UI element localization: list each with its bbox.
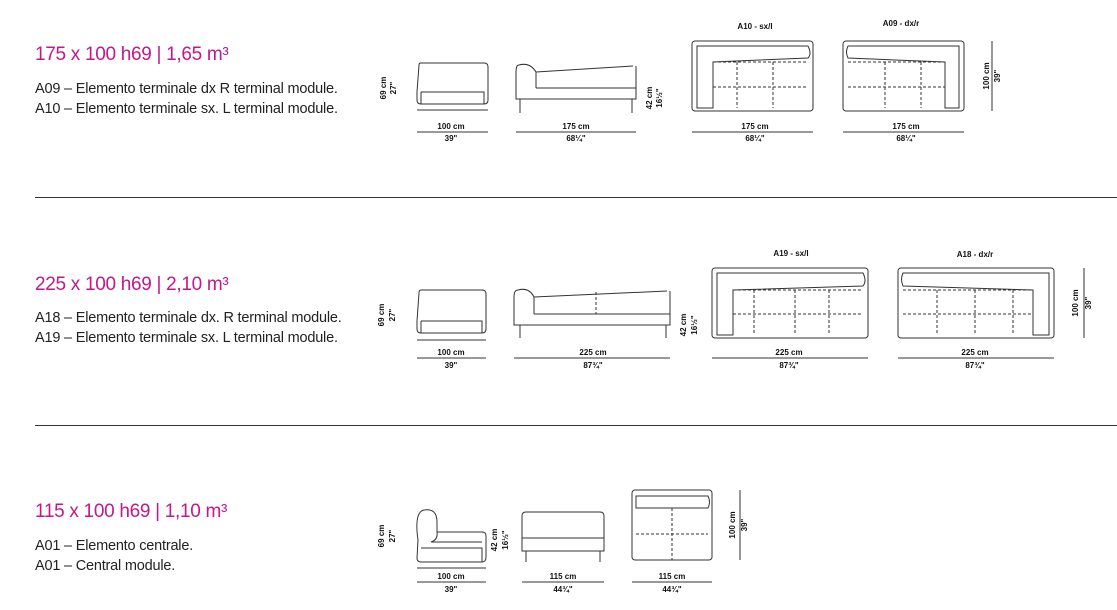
side-view-drawing: [416, 509, 487, 569]
depth-cm: 100 cm: [1071, 289, 1080, 316]
seat-height-cm: 42 cm: [645, 87, 654, 110]
plan-left-width-cm: 225 cm: [775, 348, 802, 357]
depth-cm: 100 cm: [437, 348, 464, 357]
plan-view-drawing: [631, 489, 713, 561]
plan-view-left-drawing: [711, 267, 869, 339]
plan-right-width-in: 68¼": [896, 134, 916, 143]
module-desc-line-2: A01 – Central module.: [35, 558, 176, 574]
depth-in: 39": [445, 361, 458, 370]
width-in: 87¾": [583, 361, 603, 370]
side-view-drawing: [416, 62, 489, 111]
seat-height-cm: 42 cm: [490, 529, 499, 552]
depth-cm: 100 cm: [437, 122, 464, 131]
module-desc-line-2: A10 – Elemento terminale sx. L terminal …: [35, 101, 338, 117]
depth-cm: 100 cm: [728, 511, 737, 538]
width-cm: 175 cm: [562, 122, 589, 131]
depth-cm: 100 cm: [982, 62, 991, 89]
depth-in: 39": [1084, 296, 1093, 309]
front-view-drawing: [515, 63, 637, 113]
front-view-drawing: [513, 288, 671, 338]
depth-in: 39": [740, 518, 749, 531]
plan-view-right-drawing: [842, 40, 965, 112]
height-in: 27": [388, 308, 397, 321]
width-cm: 225 cm: [579, 348, 606, 357]
seat-height-in: 16½": [655, 88, 664, 108]
depth-cm: 100 cm: [437, 572, 464, 581]
plan-width-in: 44¾": [662, 585, 682, 594]
plan-view-left-drawing: [691, 40, 814, 112]
plan-left-width-in: 68¼": [745, 134, 765, 143]
height-in: 27": [388, 529, 397, 542]
module-desc-line-1: A18 – Elemento terminale dx. R terminal …: [35, 310, 342, 326]
seat-height-in: 16½": [501, 530, 510, 550]
plan-width-cm: 115 cm: [659, 572, 686, 581]
seat-height-in: 16½": [690, 315, 699, 335]
plan-left-width-cm: 175 cm: [741, 122, 768, 131]
plan-view-right-drawing: [897, 267, 1055, 339]
depth-in: 39": [445, 585, 458, 594]
section-divider: [35, 197, 1117, 198]
module-title: 225 x 100 h69 | 2,10 m³: [35, 274, 229, 295]
depth-in: 39": [445, 134, 458, 143]
plan-right-label: A18 - dx/r: [957, 250, 993, 259]
height-cm: 69 cm: [377, 304, 386, 327]
height-in: 27": [389, 81, 398, 94]
width-in: 68¼": [566, 134, 586, 143]
plan-left-width-in: 87¾": [779, 361, 799, 370]
width-in: 44¾": [553, 585, 573, 594]
plan-right-width-cm: 175 cm: [892, 122, 919, 131]
plan-left-label: A10 - sx/l: [737, 22, 772, 31]
module-desc-line-1: A09 – Elemento terminale dx R terminal m…: [35, 81, 338, 97]
plan-right-width-in: 87¾": [965, 361, 985, 370]
depth-in: 39": [993, 69, 1002, 82]
module-desc-line-2: A19 – Elemento terminale sx. L terminal …: [35, 330, 338, 346]
plan-right-width-cm: 225 cm: [961, 348, 988, 357]
height-cm: 69 cm: [379, 77, 388, 100]
seat-height-cm: 42 cm: [679, 314, 688, 337]
height-cm: 69 cm: [377, 525, 386, 548]
plan-right-label: A09 - dx/r: [883, 19, 919, 28]
front-view-drawing: [521, 511, 605, 562]
width-cm: 115 cm: [550, 572, 577, 581]
section-divider: [35, 425, 1117, 426]
module-desc-line-1: A01 – Elemento centrale.: [35, 538, 194, 554]
module-title: 175 x 100 h69 | 1,65 m³: [35, 44, 229, 65]
side-view-drawing: [416, 289, 487, 341]
module-title: 115 x 100 h69 | 1,10 m³: [35, 501, 228, 522]
plan-left-label: A19 - sx/l: [773, 249, 808, 258]
